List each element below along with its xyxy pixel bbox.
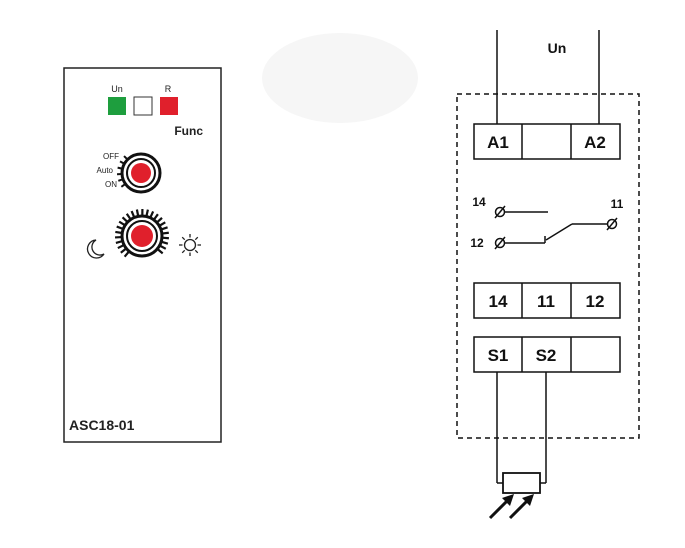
sun-ray bbox=[194, 236, 199, 241]
mode-label-off: OFF bbox=[103, 152, 119, 161]
terminal-row-top: A1 A2 bbox=[473, 123, 621, 160]
led-r bbox=[160, 97, 178, 115]
contact-label-11: 11 bbox=[611, 197, 624, 211]
led-label-r: R bbox=[165, 84, 172, 94]
contact-label-14: 14 bbox=[472, 195, 486, 209]
device-enclosure bbox=[456, 93, 640, 439]
sun-ray bbox=[194, 249, 199, 254]
sun-icon bbox=[179, 234, 201, 256]
front-panel: Un R Func OFF Auto ON ASC18-01 bbox=[63, 67, 222, 443]
wiring-diagram: Un A1 A2 14 11 12 bbox=[456, 30, 640, 520]
model-label: ASC18-01 bbox=[69, 417, 135, 433]
terminal-a2: A2 bbox=[584, 133, 606, 152]
terminal-14: 14 bbox=[489, 292, 508, 311]
sun-ray bbox=[181, 236, 186, 241]
sun-ray bbox=[181, 249, 186, 254]
led-middle bbox=[133, 96, 153, 116]
terminal-row-bottom: S1 S2 bbox=[473, 336, 621, 373]
terminal-s1: S1 bbox=[488, 346, 509, 365]
terminal-row-middle: 14 11 12 bbox=[473, 282, 621, 319]
contact-label-12: 12 bbox=[470, 236, 484, 250]
terminal-11: 11 bbox=[537, 292, 555, 311]
mode-switch-knob[interactable] bbox=[120, 152, 162, 194]
func-label: Func bbox=[174, 124, 203, 138]
led-un bbox=[108, 97, 126, 115]
supply-label: Un bbox=[548, 40, 567, 56]
relay-contact: 14 11 12 bbox=[470, 195, 623, 250]
terminal-12: 12 bbox=[586, 292, 605, 311]
background-blob bbox=[262, 33, 418, 123]
terminal-a1: A1 bbox=[487, 133, 509, 152]
mode-label-auto: Auto bbox=[97, 166, 114, 175]
threshold-knob[interactable] bbox=[120, 214, 164, 258]
photo-sensor-icon bbox=[488, 472, 541, 520]
led-label-un: Un bbox=[111, 84, 123, 94]
mode-label-on: ON bbox=[105, 180, 117, 189]
terminal-s2: S2 bbox=[536, 346, 557, 365]
moon-icon bbox=[86, 239, 105, 259]
